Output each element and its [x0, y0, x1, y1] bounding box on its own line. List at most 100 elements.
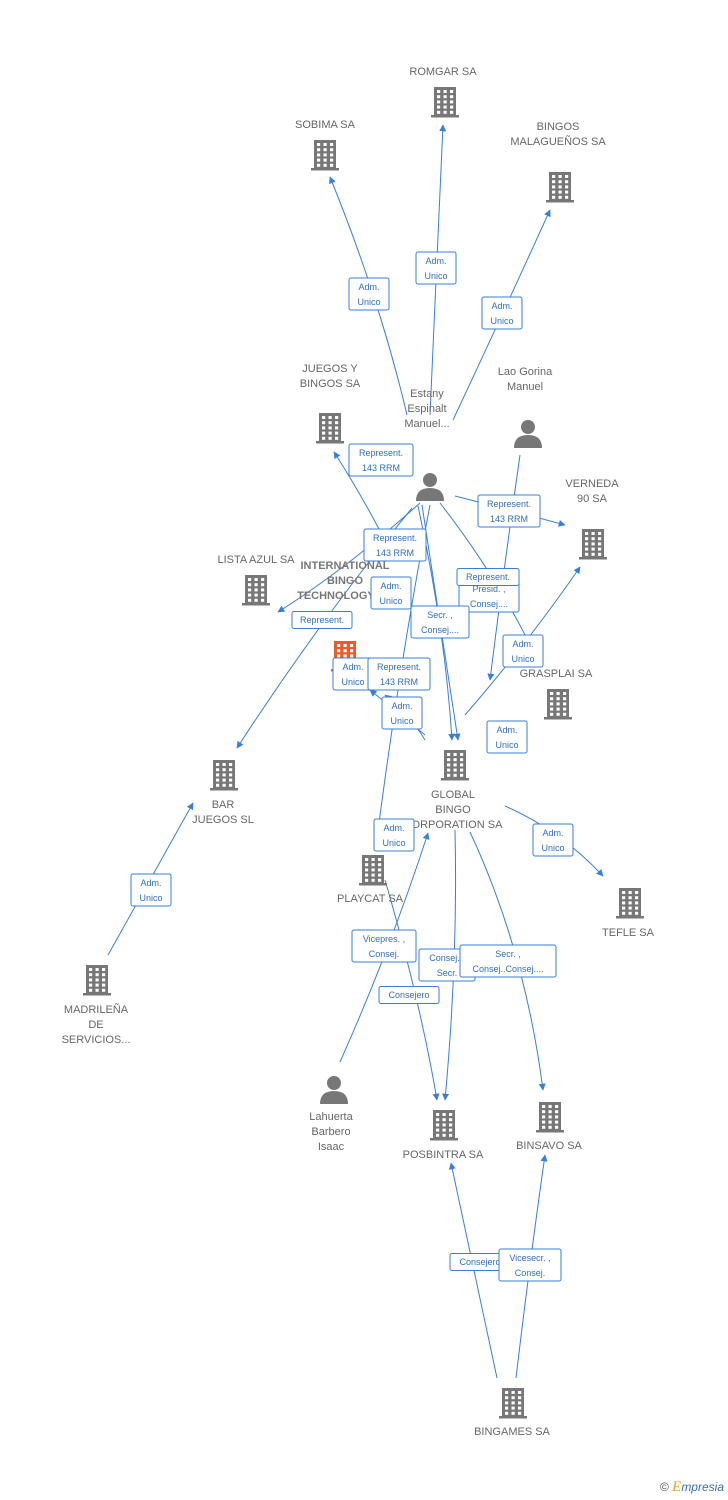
- node-tefle[interactable]: TEFLE SA: [602, 888, 655, 939]
- edge-label[interactable]: Represent. 143 RRM: [367, 657, 431, 691]
- edge-label-text: Consej. ,: [429, 953, 465, 963]
- node-binsavo[interactable]: BINSAVO SA: [516, 1102, 583, 1152]
- edge-label[interactable]: Adm.Unico: [486, 720, 528, 754]
- building-icon: [579, 529, 607, 560]
- node-label: SOBIMA SA: [295, 119, 356, 131]
- edge-label[interactable]: Adm.Unico: [370, 576, 412, 610]
- relation-edge: [429, 124, 447, 416]
- node-label: INTERNATIONAL: [300, 560, 389, 572]
- edge-label-text: Adm.: [358, 282, 379, 292]
- edge-label[interactable]: Adm. Unico: [415, 251, 457, 285]
- node-estany[interactable]: EstanyEspinaltManuel...: [404, 388, 450, 501]
- node-posbintra[interactable]: POSBINTRA SA: [403, 1110, 484, 1161]
- node-label: Lahuerta: [309, 1111, 353, 1123]
- node-label: TECHNOLOGY SA: [297, 590, 393, 602]
- edge-label-text: Consej..Consej....: [472, 964, 543, 974]
- node-label: 90 SA: [577, 493, 608, 505]
- node-label: Estany: [410, 388, 444, 400]
- node-label: Barbero: [311, 1126, 350, 1138]
- edge-label-text: Adm.: [380, 581, 401, 591]
- building-icon: [359, 855, 387, 886]
- edge-label-text: Unico: [390, 716, 413, 726]
- building-icon: [316, 413, 344, 444]
- edge-label-text: Consej.: [515, 1268, 546, 1278]
- edge-label-text: Represent.: [359, 448, 403, 458]
- node-label: BINGOS: [537, 121, 580, 133]
- edge-labels-layer: Adm.UnicoAdm.UnicoAdm.UnicoRepresent.143…: [130, 251, 574, 1282]
- edge-label-text: Unico: [139, 893, 162, 903]
- edge-label-text: Unico: [341, 677, 364, 687]
- edge-label[interactable]: Adm.Unico: [373, 818, 415, 852]
- brand-initial: E: [672, 1479, 682, 1495]
- edge-label[interactable]: Adm. Unico: [348, 277, 390, 311]
- relation-edge: [277, 502, 421, 613]
- edge-label[interactable]: Consejero: [378, 986, 440, 1004]
- building-icon: [430, 1110, 458, 1141]
- node-label: CORPORATION SA: [404, 819, 503, 831]
- edge-label[interactable]: Adm. Unico: [532, 823, 574, 857]
- edge-label[interactable]: Represent.: [456, 568, 520, 586]
- node-grasplai[interactable]: GRASPLAI SA: [520, 668, 593, 720]
- edge-label[interactable]: Secr. ,Consej....: [410, 605, 470, 639]
- edge-label-text: Adm.: [542, 828, 563, 838]
- edge-label-text: Adm.: [425, 256, 446, 266]
- node-bingames[interactable]: BINGAMES SA: [474, 1388, 551, 1438]
- edge-label-text: Unico: [357, 297, 380, 307]
- building-icon: [83, 965, 111, 996]
- edge-label-text: Adm.: [383, 823, 404, 833]
- edge-label[interactable]: Represent.143 RRM: [348, 443, 414, 477]
- node-sobima[interactable]: SOBIMA SA: [295, 119, 356, 171]
- node-romgar[interactable]: ROMGAR SA: [409, 66, 477, 118]
- node-label: BINGOS SA: [300, 378, 361, 390]
- edge-label[interactable]: Represent.: [291, 611, 353, 629]
- edge-label[interactable]: Adm.Unico: [381, 696, 423, 730]
- edge-label-text: Presid. ,: [472, 584, 505, 594]
- edge-label[interactable]: Adm. Unico: [332, 657, 374, 691]
- edge-label[interactable]: Adm.Unico: [130, 873, 172, 907]
- edge-label-text: Consej....: [470, 599, 508, 609]
- edge-label-text: Unico: [541, 843, 564, 853]
- empresia-brand[interactable]: © Empresia: [660, 1479, 724, 1496]
- edge-label-text: 143 RRM: [380, 677, 418, 687]
- edge-label[interactable]: Vicepres. ,Consej.: [351, 929, 417, 963]
- copyright-icon: ©: [659, 1480, 669, 1494]
- node-label: BINGO: [327, 575, 364, 587]
- node-madrilena[interactable]: MADRILEÑADESERVICIOS...: [62, 965, 131, 1046]
- brand-name: mpresia: [681, 1480, 724, 1494]
- edge-label-text: Represent.: [487, 499, 531, 509]
- edge-label[interactable]: Secr. ,Consej..Consej....: [459, 944, 557, 978]
- edge-label-text: Represent.: [300, 615, 344, 625]
- node-label: BINGO: [435, 804, 471, 816]
- node-label: DE: [88, 1019, 103, 1031]
- edge-label-text: Represent.: [377, 662, 421, 672]
- edge-label[interactable]: Adm.Unico: [481, 296, 523, 330]
- node-label: Lao Gorina: [498, 366, 553, 378]
- edges-layer: [107, 124, 604, 1379]
- person-icon: [416, 473, 444, 501]
- node-lista-azul[interactable]: LISTA AZUL SA: [217, 554, 295, 606]
- edge-label-text: Adm.: [512, 639, 533, 649]
- edge-label[interactable]: Vicesecr. ,Consej.: [498, 1248, 562, 1282]
- edge-label-text: Vicepres. ,: [363, 934, 405, 944]
- node-label: JUEGOS SL: [192, 814, 254, 826]
- node-label: Espinalt: [407, 403, 446, 415]
- edge-label-text: Secr.: [437, 968, 458, 978]
- building-icon: [311, 140, 339, 171]
- edge-label[interactable]: Represent.143 RRM: [477, 494, 541, 528]
- node-playcat[interactable]: PLAYCAT SA: [337, 855, 404, 905]
- edge-label[interactable]: Represent.143 RRM: [363, 528, 427, 562]
- edge-label-text: Adm.: [342, 662, 363, 672]
- edge-label-text: Consejero: [388, 990, 429, 1000]
- node-label: TEFLE SA: [602, 927, 655, 939]
- edge-label[interactable]: Adm.Unico: [502, 634, 544, 668]
- edge-label-text: Unico: [424, 271, 447, 281]
